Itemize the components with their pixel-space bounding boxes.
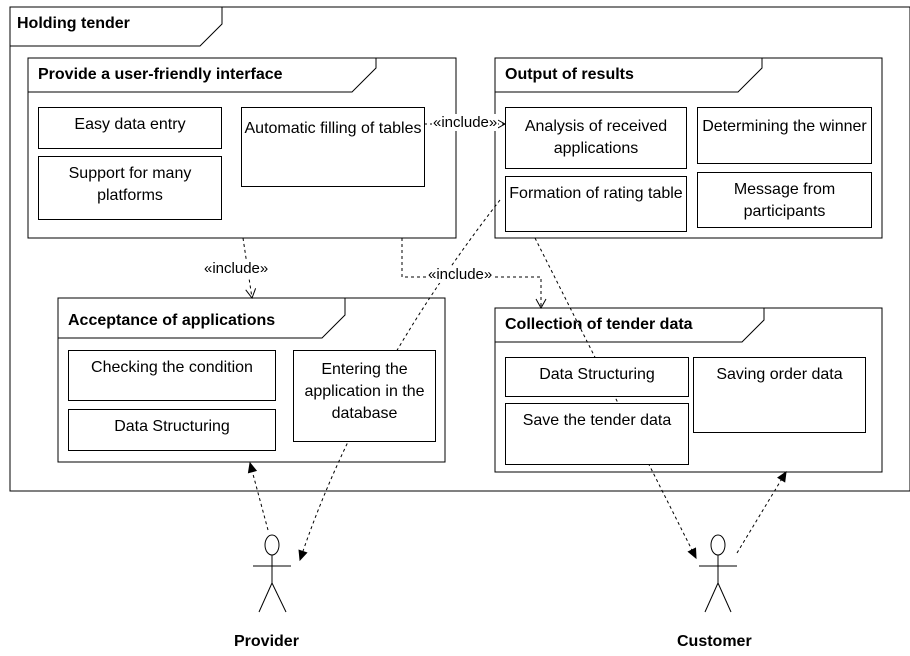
group-acceptance-tab [58, 298, 346, 339]
item-easy-data-entry: Easy data entry [38, 107, 222, 149]
item-entering-application: Entering the application in the database [293, 350, 436, 442]
item-checking-condition: Checking the condition [68, 350, 276, 401]
group-interface-tab [28, 58, 377, 93]
group-title-acceptance: Acceptance of applications [68, 312, 276, 329]
item-data-structuring-acceptance: Data Structuring [68, 409, 276, 451]
item-determining-winner: Determining the winner [697, 107, 872, 164]
group-results-tab [495, 58, 763, 93]
outer-frame [9, 6, 910, 492]
include-label-acceptance: «include» [203, 260, 270, 277]
group-title-collection: Collection of tender data [505, 316, 693, 333]
item-message-participants: Message from participants [697, 172, 872, 228]
assoc-customer-collection [736, 470, 787, 554]
item-automatic-filling: Automatic filling of tables [241, 107, 425, 187]
outer-frame-tab [10, 7, 223, 47]
item-save-tender-data: Save the tender data [505, 403, 689, 465]
item-data-structuring-collection: Data Structuring [505, 357, 689, 397]
group-title-interface: Provide a user-friendly interface [38, 66, 283, 83]
assoc-provider-acceptance [247, 461, 269, 531]
provider-actor-icon [253, 534, 291, 613]
item-support-platforms: Support for many platforms [38, 156, 222, 220]
include-label-results: «include» [432, 114, 499, 131]
customer-actor-icon [699, 534, 737, 613]
frame-title: Holding tender [17, 15, 130, 32]
include-label-collection: «include» [427, 266, 494, 283]
group-title-results: Output of results [505, 66, 634, 83]
actor-name-customer: Customer [677, 633, 752, 650]
item-saving-order-data: Saving order data [693, 357, 866, 433]
item-formation-rating: Formation of rating table [505, 176, 687, 232]
actor-name-provider: Provider [234, 633, 299, 650]
group-collection-tab [495, 308, 765, 343]
item-analysis-applications: Analysis of received applications [505, 107, 687, 169]
